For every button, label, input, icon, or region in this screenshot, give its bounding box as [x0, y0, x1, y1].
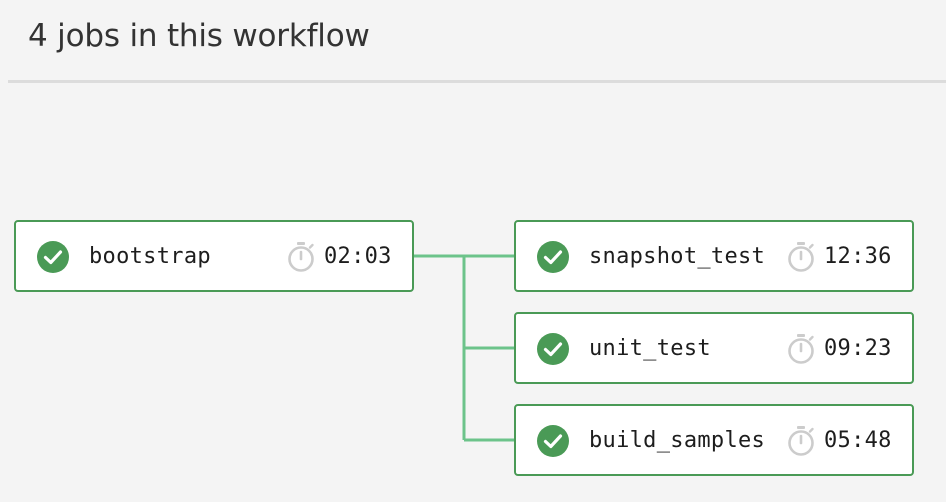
job-duration: 09:23: [824, 336, 892, 361]
job-card-bootstrap[interactable]: bootstrap 02:03: [14, 220, 414, 292]
check-circle-icon: [537, 333, 569, 365]
job-card-snapshot-test[interactable]: snapshot_test 12:36: [514, 220, 914, 292]
job-name: bootstrap: [89, 244, 211, 269]
job-name: unit_test: [589, 336, 711, 361]
stopwatch-icon: [288, 242, 314, 272]
stopwatch-icon: [788, 242, 814, 272]
page-title: 4 jobs in this workflow: [28, 18, 370, 54]
job-name: build_samples: [589, 428, 766, 453]
stopwatch-icon: [788, 334, 814, 364]
check-circle-icon: [37, 241, 69, 273]
stopwatch-icon: [788, 426, 814, 456]
job-card-unit-test[interactable]: unit_test 09:23: [514, 312, 914, 384]
job-card-build-samples[interactable]: build_samples 05:48: [514, 404, 914, 476]
connector-bootstrap-to-jobs: [413, 254, 515, 442]
check-circle-icon: [537, 425, 569, 457]
job-duration: 02:03: [324, 244, 392, 269]
job-name: snapshot_test: [589, 244, 766, 269]
workflow-header: 4 jobs in this workflow: [8, 0, 946, 83]
job-duration: 12:36: [824, 244, 892, 269]
job-duration: 05:48: [824, 428, 892, 453]
check-circle-icon: [537, 241, 569, 273]
